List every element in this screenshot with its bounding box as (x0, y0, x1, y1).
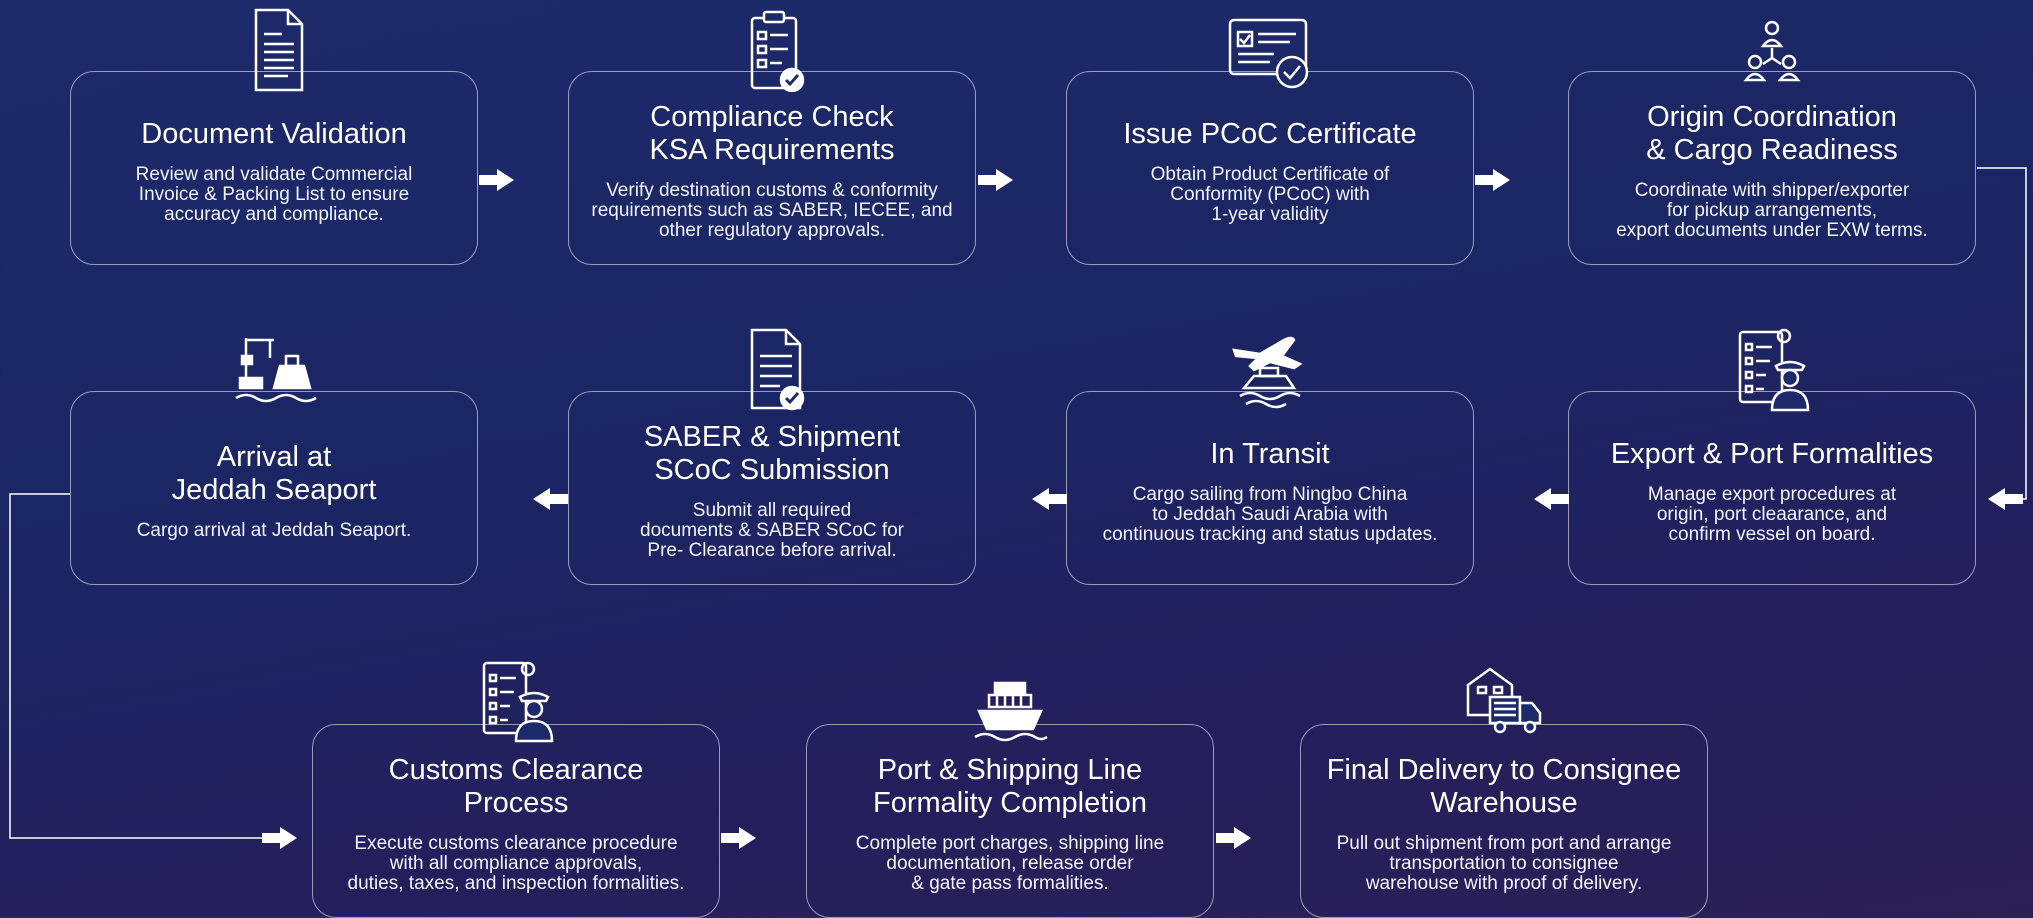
step-description: Submit all required documents & SABER SC… (640, 500, 904, 561)
arrow-left-icon (1988, 488, 2023, 510)
step-description: Cargo sailing from Ningbo China to Jedda… (1102, 483, 1438, 545)
step-card-final-delivery: Final Delivery to Consignee Warehouse Pu… (1300, 724, 1708, 918)
step-description: Review and validate Commercial Invoice &… (135, 163, 413, 225)
arrow-right-icon (1475, 169, 1510, 191)
step-description: Coordinate with shipper/exporter for pic… (1616, 180, 1928, 241)
arrow-left-icon (533, 488, 568, 510)
step-title: In Transit (1210, 437, 1330, 470)
step-card-export-port-formalities: Export & Port Formalities Manage export … (1568, 391, 1976, 585)
arrow-right-icon (721, 827, 756, 849)
step-card-in-transit: In Transit Cargo sailing from Ningbo Chi… (1066, 391, 1474, 585)
officer-checklist-icon (1718, 324, 1828, 412)
cargo-ship-icon (955, 655, 1065, 743)
step-card-port-shipping-line: Port & Shipping Line Formality Completio… (806, 724, 1214, 918)
arrow-right-icon (262, 827, 297, 849)
arrow-left-icon (1032, 488, 1067, 510)
step-card-arrival-jeddah: Arrival at Jeddah Seaport Cargo arrival … (70, 391, 478, 585)
people-network-icon (1717, 4, 1827, 92)
arrow-right-icon (978, 169, 1013, 191)
step-card-issue-pcoc: Issue PCoC Certificate Obtain Product Ce… (1066, 71, 1474, 265)
arrow-left-icon (1534, 488, 1569, 510)
clipboard-check-icon (718, 4, 828, 92)
step-title: Issue PCoC Certificate (1123, 117, 1417, 150)
document-icon (220, 4, 330, 92)
step-card-saber-submission: SABER & Shipment SCoC Submission Submit … (568, 391, 976, 585)
step-description: Pull out shipment from port and arrange … (1336, 833, 1672, 894)
arrow-right-icon (1216, 827, 1251, 849)
step-description: Cargo arrival at Jeddah Seaport. (136, 520, 412, 541)
step-card-customs-clearance: Customs Clearance Process Execute custom… (312, 724, 720, 918)
step-title: Document Validation (141, 117, 407, 150)
step-card-origin-coordination: Origin Coordination & Cargo Readiness Co… (1568, 71, 1976, 265)
step-title: Compliance Check KSA Requirements (649, 101, 895, 166)
step-title: Final Delivery to Consignee Warehouse (1326, 754, 1682, 819)
step-description: Execute customs clearance procedure with… (347, 833, 685, 894)
step-title: Port & Shipping Line Formality Completio… (873, 754, 1147, 819)
warehouse-truck-icon (1450, 655, 1560, 743)
certificate-icon (1214, 4, 1324, 92)
step-title: Customs Clearance Process (388, 754, 644, 819)
arrow-right-icon (479, 169, 514, 191)
step-title: Export & Port Formalities (1610, 437, 1934, 470)
step-description: Complete port charges, shipping line doc… (855, 833, 1165, 894)
step-description: Manage export procedures at origin, port… (1647, 483, 1897, 545)
step-title: SABER & Shipment SCoC Submission (643, 421, 901, 486)
step-card-compliance-check: Compliance Check KSA Requirements Verify… (568, 71, 976, 265)
step-description: Verify destination customs & conformity … (591, 180, 953, 241)
step-description: Obtain Product Certificate of Conformity… (1150, 163, 1390, 225)
step-title: Arrival at Jeddah Seaport (171, 441, 377, 506)
step-card-document-validation: Document Validation Review and validate … (70, 71, 478, 265)
step-title: Origin Coordination & Cargo Readiness (1646, 101, 1898, 166)
plane-ship-icon (1214, 324, 1324, 412)
customs-officer-icon (462, 655, 572, 743)
seaport-icon (220, 324, 330, 412)
document-check-icon (720, 324, 830, 412)
